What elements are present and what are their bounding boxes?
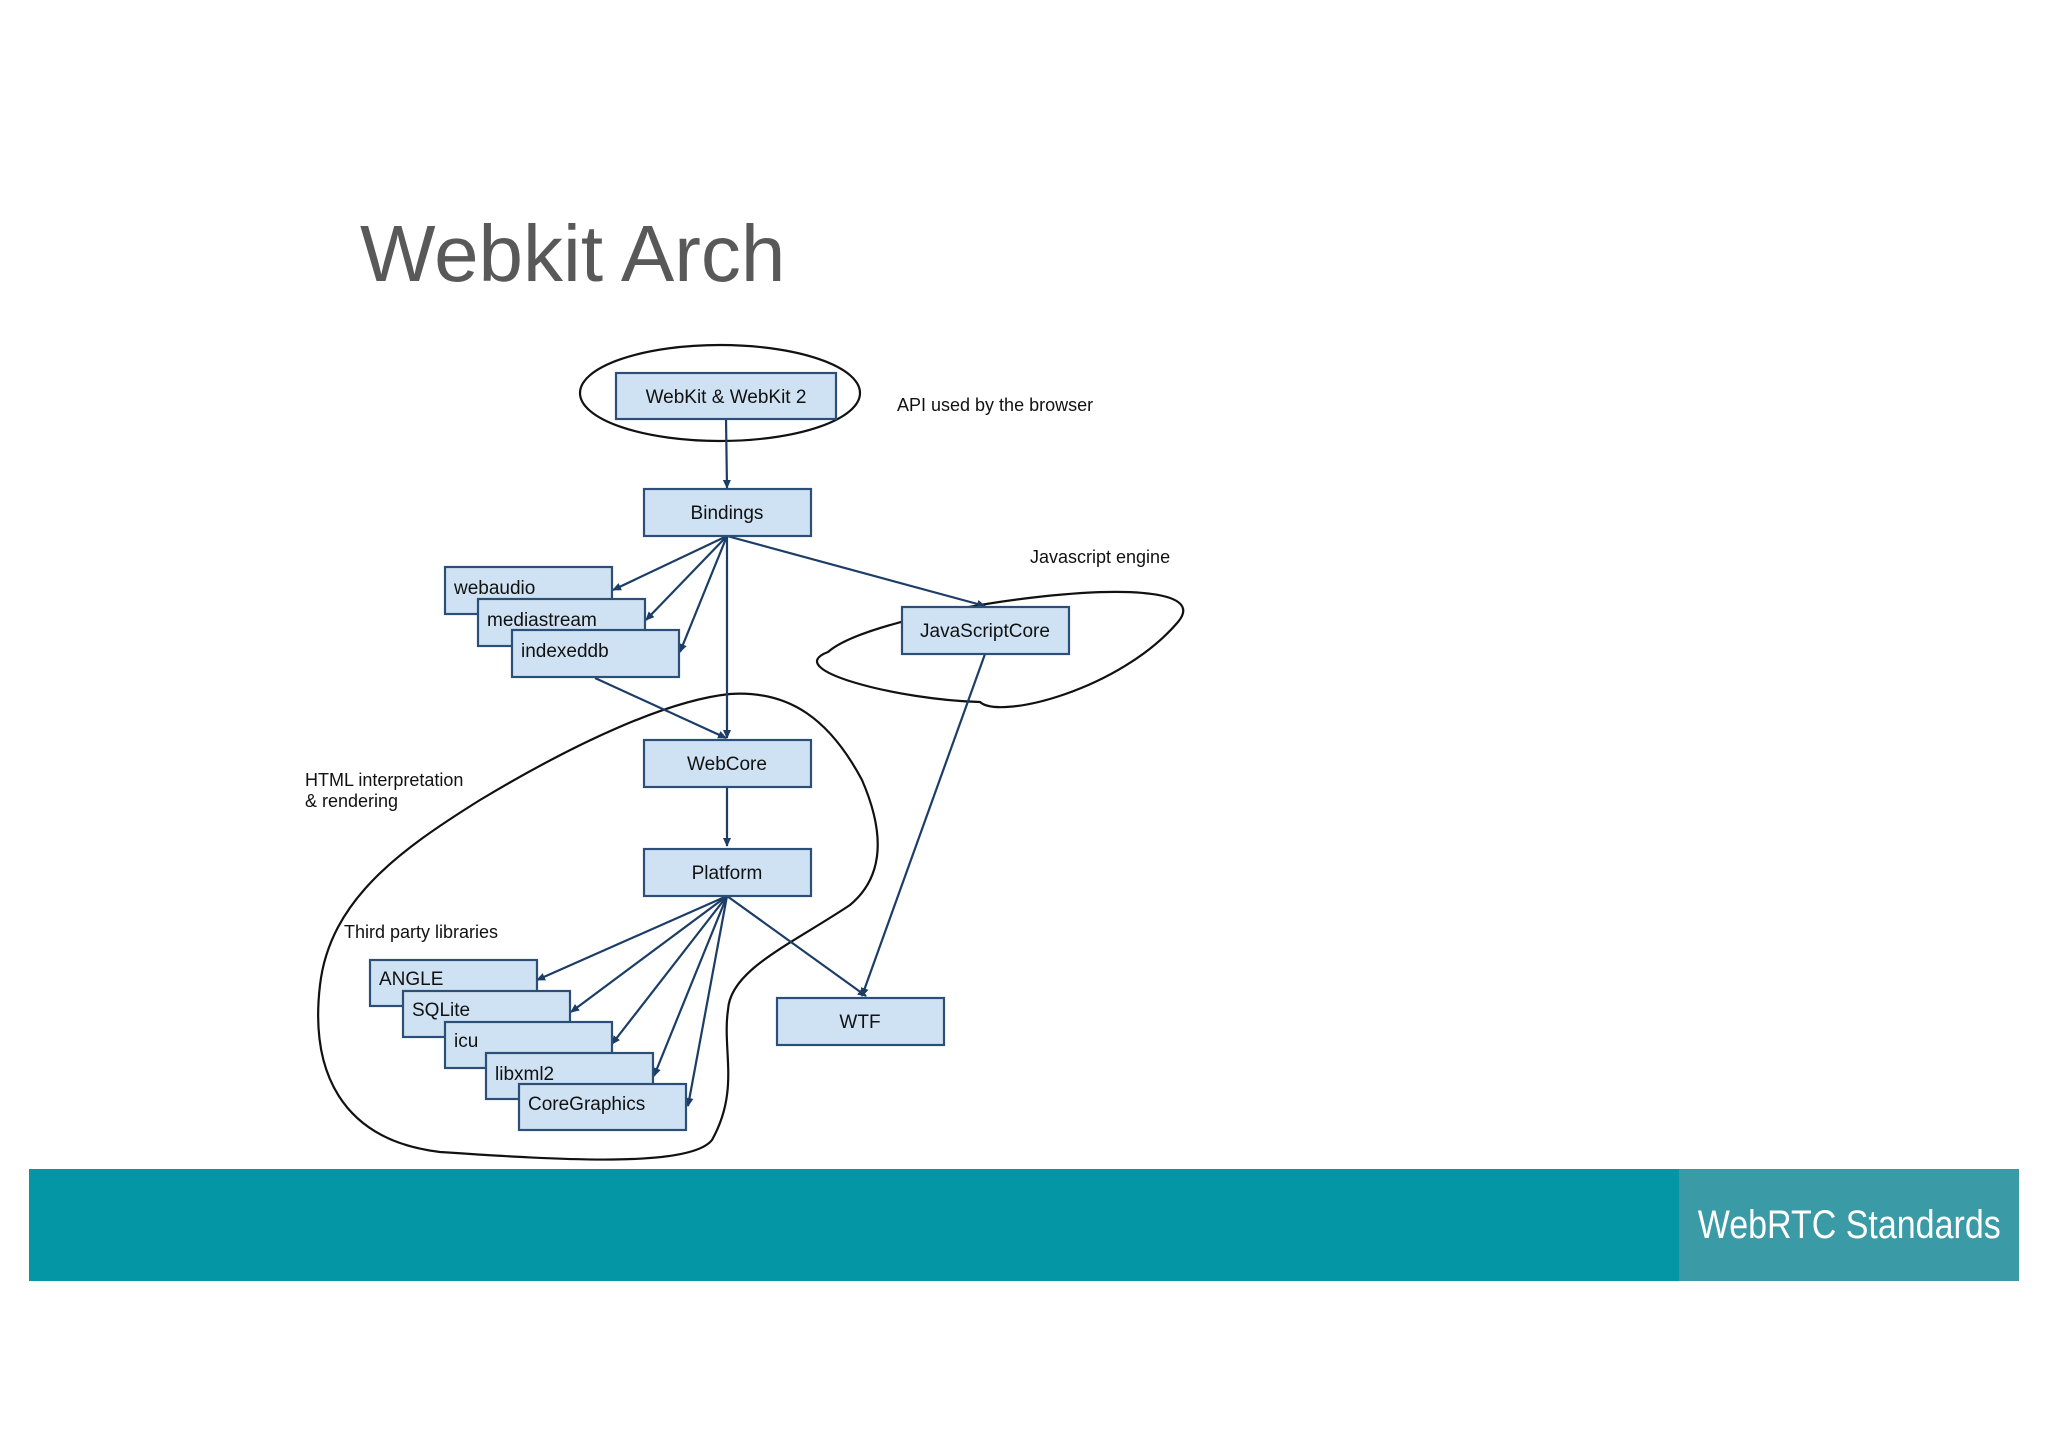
diagram-edges: [536, 417, 987, 1107]
edge-bindings-mediastream: [645, 535, 728, 621]
node-webkit-label: WebKit & WebKit 2: [646, 387, 807, 408]
node-webkit: WebKit & WebKit 2: [614, 371, 838, 421]
footer-bar: WebRTC Standards: [29, 1169, 2019, 1281]
node-platform: Platform: [642, 847, 813, 898]
annotation-html-interpretation: HTML interpretation: [305, 770, 463, 790]
footer-label-box: WebRTC Standards: [1679, 1169, 2019, 1281]
annotation-and-rendering: & rendering: [305, 791, 398, 811]
slide-title: Webkit Arch: [360, 209, 786, 298]
annotation-api-used-by-browser: API used by the browser: [897, 395, 1093, 415]
diagram-nodes: WebKit & WebKit 2 Bindings webaudio medi…: [368, 371, 1071, 1132]
node-webcore: WebCore: [642, 738, 813, 789]
api-group-outline: [578, 343, 862, 443]
node-mediastream-label: mediastream: [487, 610, 597, 631]
edge-bindings-javascriptcore: [726, 534, 986, 608]
node-webaudio-label: webaudio: [453, 578, 535, 599]
edge-javascriptcore-wtf: [860, 653, 987, 997]
node-platform-label: Platform: [692, 863, 763, 884]
edge-platform-wtf: [726, 895, 867, 997]
edge-platform-angle: [536, 894, 728, 982]
annotation-third-party-libraries: Third party libraries: [344, 922, 498, 942]
node-libxml2-label: libxml2: [495, 1064, 554, 1085]
edge-webkit-bindings: [722, 417, 731, 489]
node-bindings-label: Bindings: [691, 503, 764, 524]
node-coregraphics-label: CoreGraphics: [528, 1094, 645, 1115]
html-rendering-group-outline: [317, 692, 879, 1161]
node-coregraphics: CoreGraphics: [517, 1082, 688, 1132]
node-sqlite-label: SQLite: [412, 1000, 470, 1021]
node-indexeddb: indexeddb: [510, 628, 681, 679]
edge-platform-icu: [611, 895, 728, 1045]
node-indexeddb-label: indexeddb: [521, 641, 609, 662]
javascript-engine-group-outline: [816, 590, 1185, 709]
edge-bindings-webaudio: [612, 535, 728, 591]
edge-bindings-indexeddb: [678, 535, 729, 653]
node-wtf: WTF: [775, 996, 946, 1047]
annotation-javascript-engine: Javascript engine: [1030, 547, 1170, 567]
node-javascriptcore: JavaScriptCore: [900, 605, 1071, 656]
footer-label: WebRTC Standards: [1697, 1202, 2001, 1247]
edge-platform-libxml2: [652, 895, 729, 1077]
node-webcore-label: WebCore: [687, 754, 767, 775]
node-javascriptcore-label: JavaScriptCore: [920, 621, 1050, 642]
node-icu-label: icu: [454, 1031, 478, 1052]
node-angle-label: ANGLE: [379, 969, 443, 990]
node-wtf-label: WTF: [839, 1012, 880, 1033]
edge-platform-sqlite: [570, 895, 728, 1013]
node-bindings: Bindings: [642, 487, 813, 538]
diagram-annotations: API used by the browser Javascript engin…: [305, 395, 1170, 942]
edge-platform-coregraphics: [685, 895, 729, 1107]
edge-indexeddb-webcore: [594, 676, 727, 740]
